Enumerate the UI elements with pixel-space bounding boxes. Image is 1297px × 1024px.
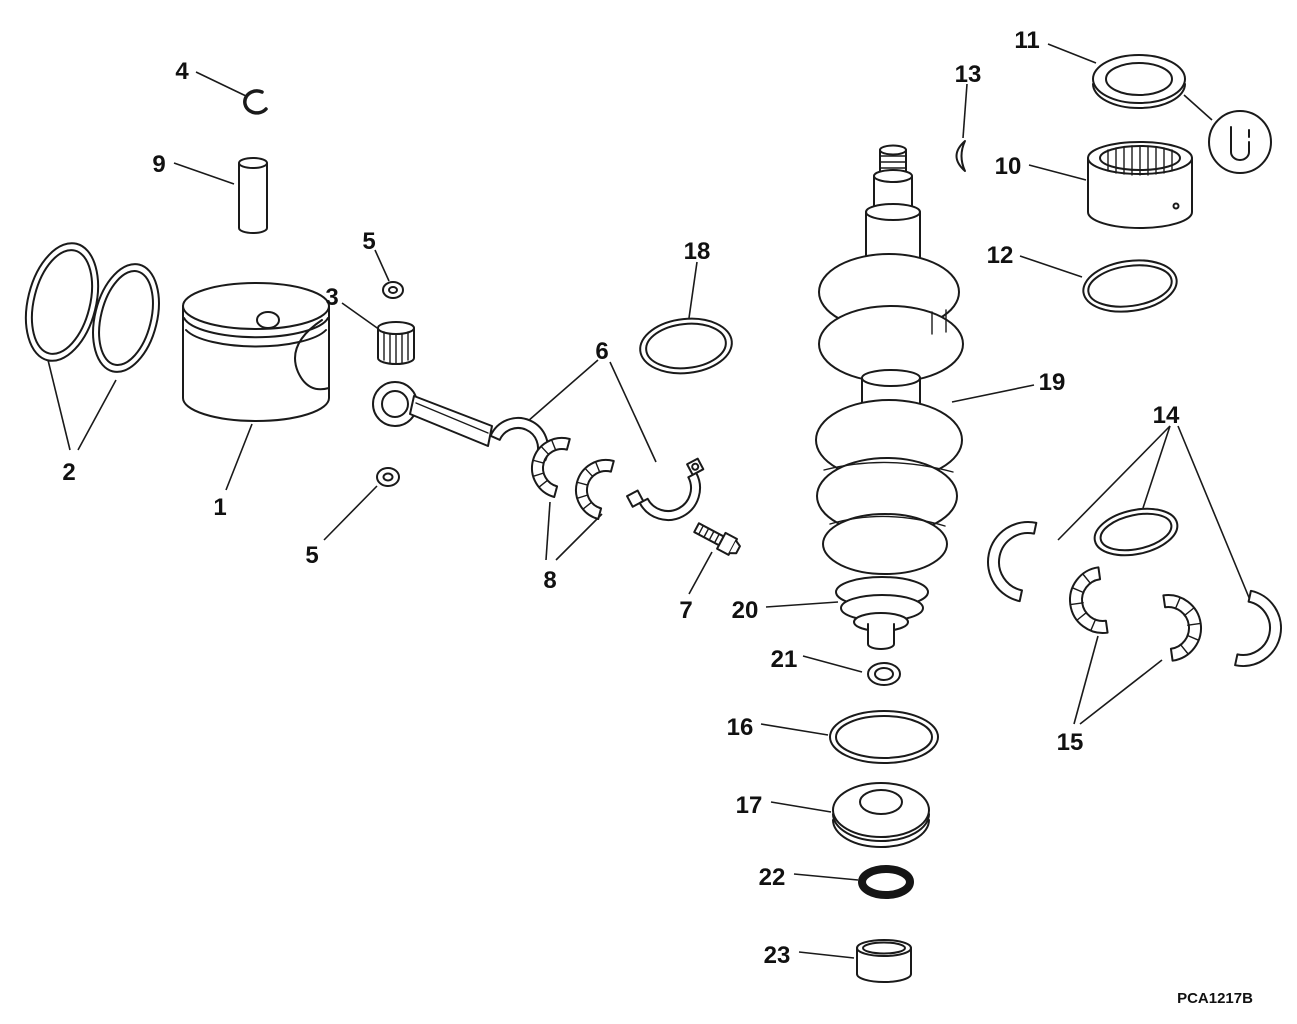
part-piston-rings bbox=[24, 242, 160, 373]
part-seal-11 bbox=[1092, 54, 1272, 174]
callout-10: 10 bbox=[995, 153, 1022, 180]
part-wrist-pin bbox=[238, 157, 268, 234]
callout-23: 23 bbox=[764, 942, 791, 969]
part-washer-lower bbox=[376, 467, 400, 487]
callout-1: 1 bbox=[213, 494, 226, 521]
callout-2: 2 bbox=[62, 459, 75, 486]
part-seal-22 bbox=[858, 865, 914, 899]
part-rod-bearing-cages bbox=[531, 437, 615, 520]
part-crank-lower-stack bbox=[835, 576, 929, 650]
part-clip-13 bbox=[955, 140, 966, 172]
callout-7: 7 bbox=[679, 597, 692, 624]
part-rod-cap bbox=[626, 457, 705, 521]
callout-19: 19 bbox=[1039, 369, 1066, 396]
callout-16: 16 bbox=[727, 714, 754, 741]
part-piston bbox=[182, 282, 330, 422]
callout-18: 18 bbox=[684, 238, 711, 265]
part-sleeve-23 bbox=[856, 939, 912, 983]
figure-code: PCA1217B bbox=[1177, 990, 1253, 1007]
callout-5-upper: 5 bbox=[362, 228, 375, 255]
callout-20: 20 bbox=[732, 597, 759, 624]
part-ring-21 bbox=[867, 662, 901, 686]
part-washer-17 bbox=[832, 782, 930, 848]
callout-9: 9 bbox=[152, 151, 165, 178]
callout-22: 22 bbox=[759, 864, 786, 891]
part-retaining-ring bbox=[243, 89, 268, 115]
callout-8: 8 bbox=[543, 567, 556, 594]
callout-13: 13 bbox=[955, 61, 982, 88]
callout-11: 11 bbox=[1014, 27, 1039, 54]
callout-labels: 4 9 2 1 3 5 5 6 18 8 7 13 11 10 12 19 14… bbox=[62, 27, 1180, 969]
callout-21: 21 bbox=[771, 646, 798, 673]
part-shells-14 bbox=[987, 507, 1282, 667]
part-oring-12 bbox=[1082, 259, 1178, 313]
callout-4: 4 bbox=[175, 58, 189, 85]
callout-15: 15 bbox=[1057, 729, 1084, 756]
callout-17: 17 bbox=[736, 792, 763, 819]
part-crankshaft bbox=[815, 144, 964, 575]
part-oring-16 bbox=[829, 710, 939, 764]
part-cages-15 bbox=[1069, 566, 1202, 662]
part-bearing-10 bbox=[1087, 141, 1193, 229]
part-ring-18 bbox=[639, 317, 733, 375]
leader-lines bbox=[47, 43, 1251, 959]
callout-3: 3 bbox=[325, 284, 338, 311]
part-rod-bolt bbox=[693, 522, 741, 556]
part-small-end-bearing bbox=[377, 321, 415, 365]
callout-12: 12 bbox=[987, 242, 1014, 269]
callout-14: 14 bbox=[1153, 402, 1180, 429]
callout-5-lower: 5 bbox=[305, 542, 318, 569]
part-connecting-rod bbox=[372, 381, 549, 462]
part-washer-upper bbox=[382, 281, 404, 299]
callout-6: 6 bbox=[595, 338, 608, 365]
